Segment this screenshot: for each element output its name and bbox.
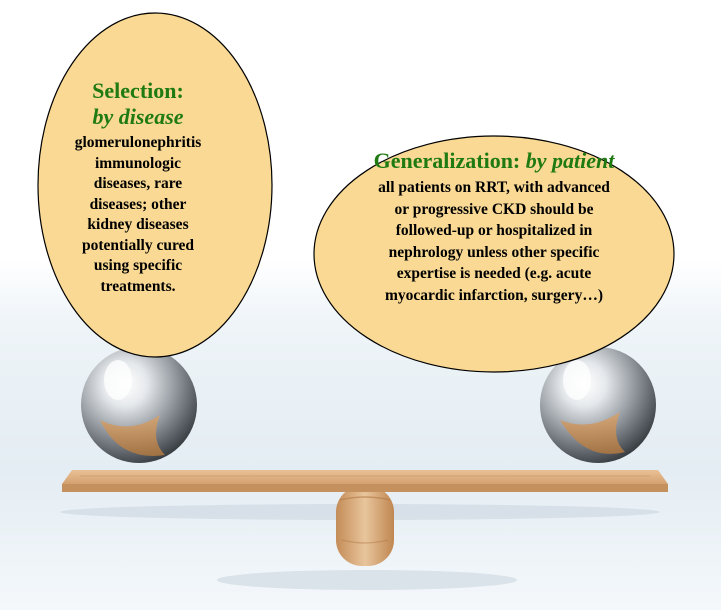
right-speech-bubble <box>313 135 675 373</box>
right-line: followed-up or hospitalized in <box>395 222 593 239</box>
left-line: glomerulonephritis <box>74 134 202 151</box>
right-sphere <box>540 347 656 463</box>
right-line: all patients on RRT, with advanced <box>378 179 610 196</box>
left-line: diseases, rare <box>93 175 183 192</box>
right-heading-row: Generalization: by patient <box>336 147 652 175</box>
left-line: treatments. <box>100 277 176 295</box>
left-line: kidney diseases <box>87 216 189 233</box>
left-bubble-text: Selection: by disease glomerulonephritis… <box>58 78 218 297</box>
left-speech-bubble <box>37 12 273 358</box>
right-line: nephrology unless other specific <box>388 243 600 261</box>
base-shadow <box>217 570 517 590</box>
left-line: diseases; other <box>89 195 187 213</box>
left-line: using specific <box>93 257 183 274</box>
right-line: myocardic infarction, surgery…) <box>385 286 603 304</box>
left-heading: Selection: <box>92 78 184 103</box>
left-line: immunologic <box>94 154 182 172</box>
left-body: glomerulonephritis immunologic diseases,… <box>58 133 218 297</box>
fulcrum-block <box>336 486 394 566</box>
right-line: or progressive CKD should be <box>394 200 594 218</box>
plank <box>62 470 668 492</box>
right-body: all patients on RRT, with advanced or pr… <box>336 177 652 306</box>
left-sphere <box>81 347 197 463</box>
right-line: expertise is needed (e.g. acute <box>396 265 592 282</box>
right-subheading: by patient <box>525 148 615 173</box>
right-bubble-text: Generalization: by patient all patients … <box>336 147 652 306</box>
left-subheading: by disease <box>92 104 184 129</box>
left-line: potentially cured <box>81 236 195 254</box>
right-heading: Generalization: <box>373 148 526 173</box>
